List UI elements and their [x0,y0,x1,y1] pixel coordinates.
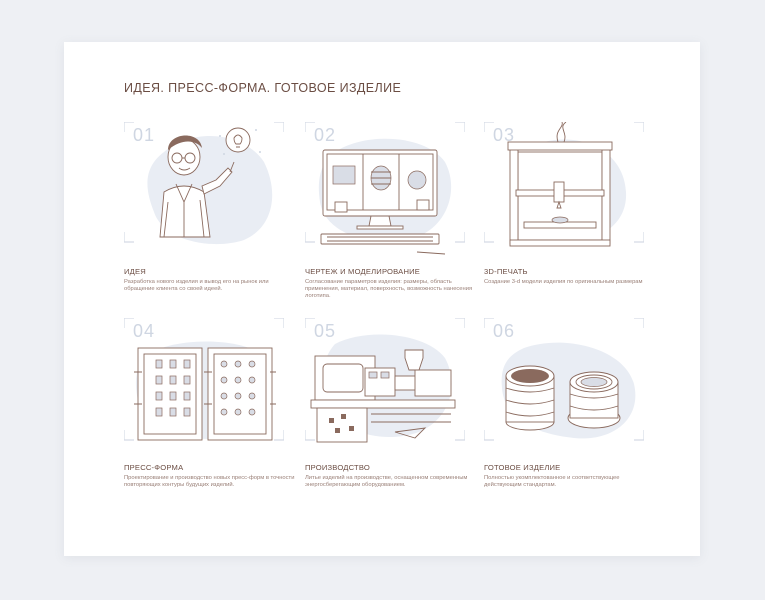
step-description: Разработка нового изделия и вывод его на… [124,279,269,292]
step-label: ЧЕРТЕЖ И МОДЕЛИРОВАНИЕ [305,267,421,276]
page-title: ИДЕЯ. ПРЕСС-ФОРМА. ГОТОВОЕ ИЗДЕЛИЕ [124,81,402,95]
injection-machine-icon [305,318,465,443]
step-press-mold: 04 ПРЕСС-ФОРМА Проектирование и производ… [124,318,294,498]
content-card [64,42,700,556]
step-label: 3D-ПЕЧАТЬ [484,267,528,276]
step-number: 04 [133,321,156,341]
step-description: Проектирование и производство новых прес… [124,475,295,488]
step-finished-product: 06 ГОТОВОЕ ИЗДЕЛИЕ Полностью укомплектов… [484,318,644,498]
step-description: Литье изделий на производстве, оснащенно… [305,475,468,488]
computer-monitor-icon [305,122,465,255]
finished-product-icon [484,318,644,441]
step-3d-print: 03 3D-ПЕЧАТЬ Создание 3-d модели изделия… [484,122,644,302]
step-number: 03 [493,125,516,145]
step-production: 05 ПРОИЗВОДСТВО Литье изделий на произво… [305,318,467,498]
step-description: Согласование параметров изделия: размеры… [305,279,473,299]
step-idea: 01 ИДЕЯ Разработка нового изделия и выво… [124,122,284,302]
step-number: 01 [133,125,156,145]
step-description: Полностью укомплектованное и соответству… [484,475,620,488]
step-description: Создание 3-d модели изделия по оригиналь… [484,279,643,285]
step-number: 05 [314,321,337,341]
step-label: ГОТОВОЕ ИЗДЕЛИЕ [484,463,561,472]
step-label: ПРОИЗВОДСТВО [305,463,370,472]
step-label: ИДЕЯ [124,267,146,276]
step-number: 06 [493,321,516,341]
3d-printer-icon [484,122,644,247]
step-drawing: 02 ЧЕРТЕЖ И МОДЕЛИРОВАНИЕ Согласование п… [305,122,472,302]
press-mold-icon [124,318,284,441]
step-number: 02 [314,125,337,145]
idea-person-icon [124,122,284,245]
step-label: ПРЕСС-ФОРМА [124,463,184,472]
